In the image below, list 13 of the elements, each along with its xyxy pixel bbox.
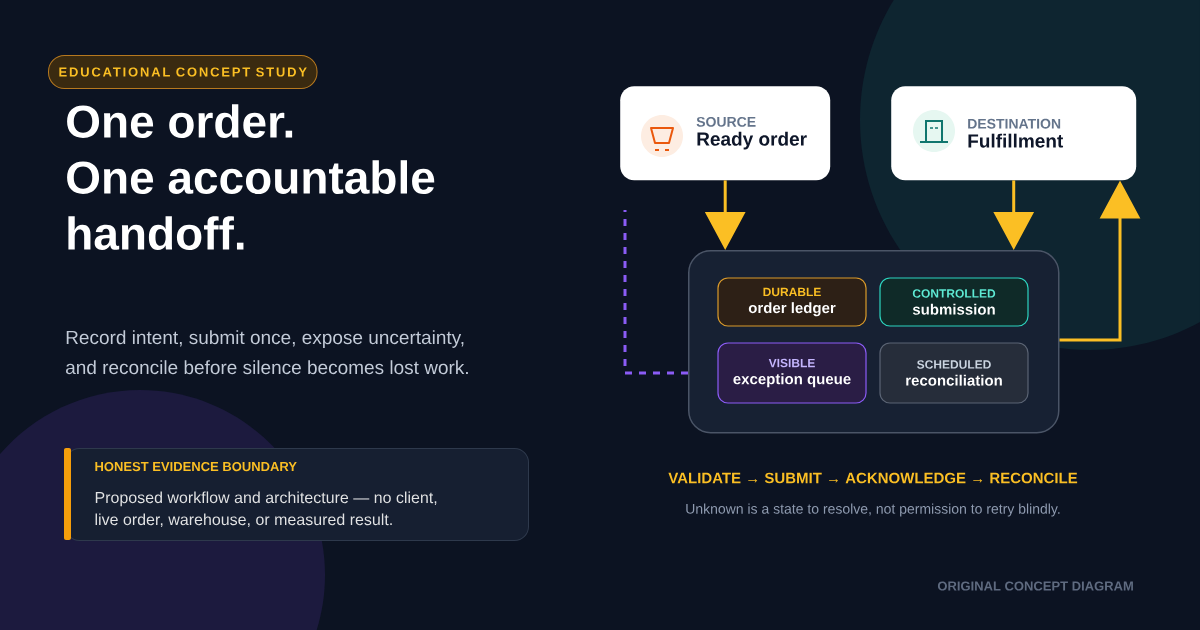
tag-pill: EDUCATIONAL CONCEPT STUDY: [48, 55, 318, 89]
endpoint-card: SOURCE Ready order: [620, 86, 831, 181]
headline: One order. One accountable handoff.: [67, 104, 435, 250]
component-box: CONTROLLED submission: [879, 277, 1029, 327]
component-box: VISIBLE exception queue: [717, 342, 867, 404]
footer-text: ORIGINAL CONCEPT DIAGRAM: [937, 581, 1133, 591]
component-box: DURABLE order ledger: [717, 277, 867, 327]
callout-box: HONEST EVIDENCE BOUNDARY Proposed workflow and architecture — no client, live order, warehouse, or measured result.: [64, 448, 529, 541]
endpoint-card: DESTINATION Fulfillment: [891, 86, 1137, 181]
step-sequence: VALIDATE → SUBMIT → ACKNOWLEDGE → RECONCILE: [668, 472, 1078, 484]
note-text: Unknown is a state to resolve, not permission to retry blindly.: [686, 503, 1060, 517]
body-text: Record intent, submit once, expose uncertainty, and reconcile before silence becomes lost work.: [66, 330, 468, 375]
component-box: SCHEDULED reconciliation: [879, 342, 1029, 404]
